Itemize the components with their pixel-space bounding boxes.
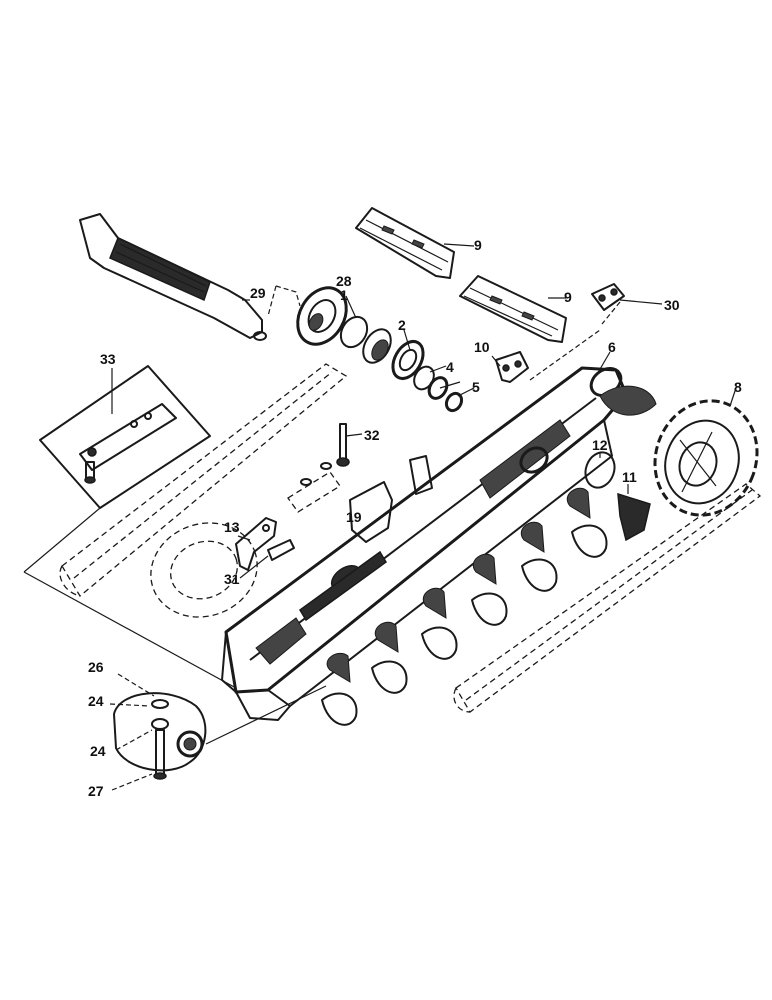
- bracket: [235, 517, 277, 571]
- callout-32: 32: [364, 427, 380, 443]
- callout-2: 2: [398, 317, 406, 333]
- callout-33: 33: [100, 351, 116, 367]
- callout-24-lower: 24: [90, 743, 106, 759]
- callout-1: 1: [340, 287, 348, 303]
- decal: [349, 481, 393, 543]
- callout-13: 13: [224, 519, 240, 535]
- callout-9-upper: 9: [474, 237, 482, 253]
- drive-sprocket: [653, 399, 759, 517]
- track-cleat-lower: [459, 275, 567, 343]
- o-ring: [339, 315, 369, 349]
- mounting-hardware: [287, 462, 341, 513]
- callout-19: 19: [346, 509, 362, 525]
- callout-6: 6: [608, 339, 616, 355]
- callout-labels: 1 2 4 5 6 8 9 9 10 11 12 13 19 24 24 26 …: [88, 237, 742, 799]
- callout-10: 10: [474, 339, 490, 355]
- callout-24-upper: 24: [88, 693, 104, 709]
- callout-12: 12: [592, 437, 608, 453]
- track-belt-right: [453, 483, 762, 713]
- shim: [267, 539, 295, 561]
- track-belt-left: [59, 363, 348, 597]
- callout-9-lower: 9: [564, 289, 572, 305]
- track-clip-left: [495, 351, 529, 383]
- callout-5: 5: [472, 379, 480, 395]
- washer: [584, 451, 616, 489]
- guard-plate: [617, 492, 651, 542]
- tapered-bearings: [362, 328, 425, 380]
- callout-29: 29: [250, 285, 266, 301]
- track-cleat-upper: [355, 207, 455, 279]
- assembly-lines: [23, 285, 621, 689]
- bogie-wheels: [321, 385, 657, 726]
- spacers: [413, 365, 449, 400]
- callout-11: 11: [622, 469, 637, 485]
- bolt: [336, 423, 350, 467]
- callout-28: 28: [336, 273, 352, 289]
- callout-8: 8: [734, 379, 742, 395]
- lock-nut: [444, 391, 464, 413]
- callout-27: 27: [88, 783, 104, 799]
- callout-leaders: [109, 243, 737, 791]
- callout-4: 4: [446, 359, 454, 375]
- callout-30: 30: [664, 297, 680, 313]
- bearing-seal: [296, 286, 348, 346]
- drive-axle: [79, 213, 267, 341]
- track-clip-right: [591, 283, 625, 311]
- plate-bracket-detail: [39, 365, 211, 509]
- suspension-frame: [221, 366, 628, 721]
- callout-31: 31: [224, 571, 240, 587]
- fastener-detail-view: [113, 685, 327, 780]
- callout-26: 26: [88, 659, 104, 675]
